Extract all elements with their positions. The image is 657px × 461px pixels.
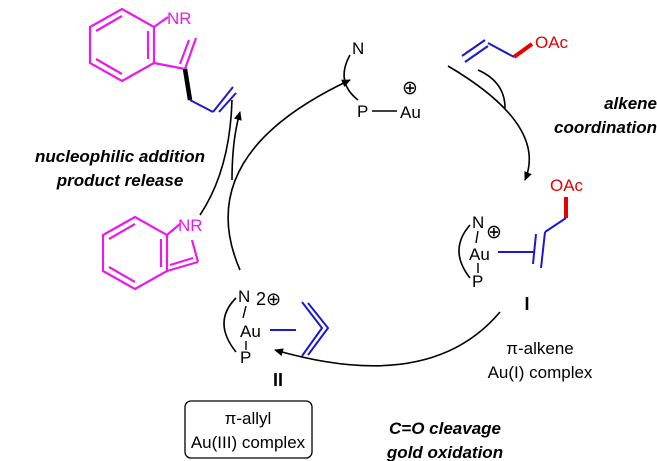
int2-id: II: [273, 370, 283, 390]
indole-nucleophile: NR: [101, 215, 203, 291]
int2-desc-line2: Au(III) complex: [191, 433, 306, 452]
catalyst-charge: ⊕: [402, 78, 418, 99]
cycle-arrows: [199, 65, 532, 367]
product-indole: NR: [88, 7, 237, 113]
catalyst-n-label: N: [352, 39, 364, 58]
int2-n-label: N: [238, 287, 250, 306]
int1-desc-line2: Au(I) complex: [488, 363, 593, 382]
arrow-int2-to-catalyst: [227, 79, 351, 271]
int2-charge: 2⊕: [256, 289, 281, 309]
arrow-catalyst-to-int1: [447, 65, 532, 181]
step-nuc-line1: nucleophilic addition: [35, 147, 205, 166]
int1-n-label: N: [472, 213, 484, 232]
int1-au-label: Au: [469, 245, 490, 264]
int1-oac-label: OAc: [550, 176, 584, 195]
int1-id: I: [524, 294, 529, 314]
int2-desc-box: [184, 400, 313, 459]
step-co-line2: gold oxidation: [386, 443, 503, 461]
catalyst-au-label: Au: [400, 103, 421, 122]
step-nuc-line2: product release: [56, 171, 184, 190]
indole-nr-label: NR: [178, 216, 203, 235]
arrow-allyl-acetate-in: [477, 69, 506, 109]
intermediate-1: OAc N ⊕ Au P I π-alkene Au(I) complex: [458, 176, 593, 382]
arrow-int1-to-int2: [274, 311, 501, 367]
reagent-oac-label: OAc: [535, 33, 569, 52]
int1-desc-line1: π-alkene: [506, 339, 574, 358]
step-alkene-line2: coordination: [554, 118, 657, 137]
intermediate-2: N 2⊕ Au P II π-allyl Au(III) complex: [184, 287, 330, 459]
arrow-indole-in: [199, 99, 233, 216]
int2-au-label: Au: [240, 322, 261, 341]
product-nr-label: NR: [167, 9, 192, 28]
allyl-acetate: OAc: [461, 33, 569, 63]
catalyst-complex: N P Au ⊕: [343, 39, 421, 122]
int2-desc-line1: π-allyl: [225, 409, 272, 428]
step-co-line1: C=O cleavage: [389, 419, 501, 438]
int1-charge: ⊕: [486, 222, 502, 243]
catalyst-p-label: P: [357, 102, 368, 121]
int2-p-label: P: [240, 348, 251, 367]
step-alkene-line1: alkene: [604, 94, 657, 113]
int1-p-label: P: [472, 272, 483, 291]
arrow-to-product: [231, 111, 242, 181]
